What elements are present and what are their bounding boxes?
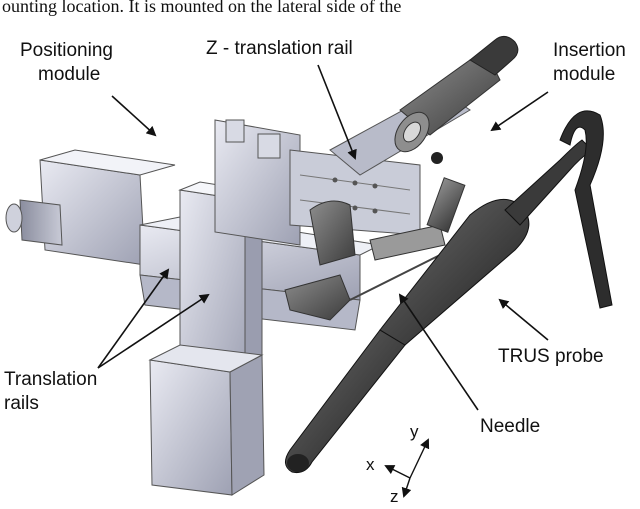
- axis-x-label: x: [366, 455, 375, 474]
- trus-probe-drawing: [285, 110, 613, 473]
- label-positioning-line1: Positioning: [20, 40, 113, 61]
- coordinate-axes: y x z: [366, 422, 430, 506]
- insertion-module-drawing: [284, 36, 519, 321]
- caption-fragment: ounting location. It is mounted on the l…: [2, 0, 401, 16]
- label-insertion-line1: Insertion: [553, 40, 626, 61]
- label-needle: Needle: [480, 416, 540, 437]
- axis-y-label: y: [410, 422, 419, 441]
- positioning-module-drawing: [5, 119, 421, 496]
- label-translation-line2: rails: [4, 393, 39, 414]
- label-z-translation-rail: Z - translation rail: [206, 38, 353, 59]
- axis-z-label: z: [390, 487, 399, 506]
- label-positioning-line2: module: [38, 64, 100, 85]
- label-trus-probe: TRUS probe: [498, 346, 604, 367]
- label-translation-line1: Translation: [4, 369, 97, 390]
- annotation-arrows: [97, 64, 549, 411]
- label-insertion-line2: module: [553, 64, 615, 85]
